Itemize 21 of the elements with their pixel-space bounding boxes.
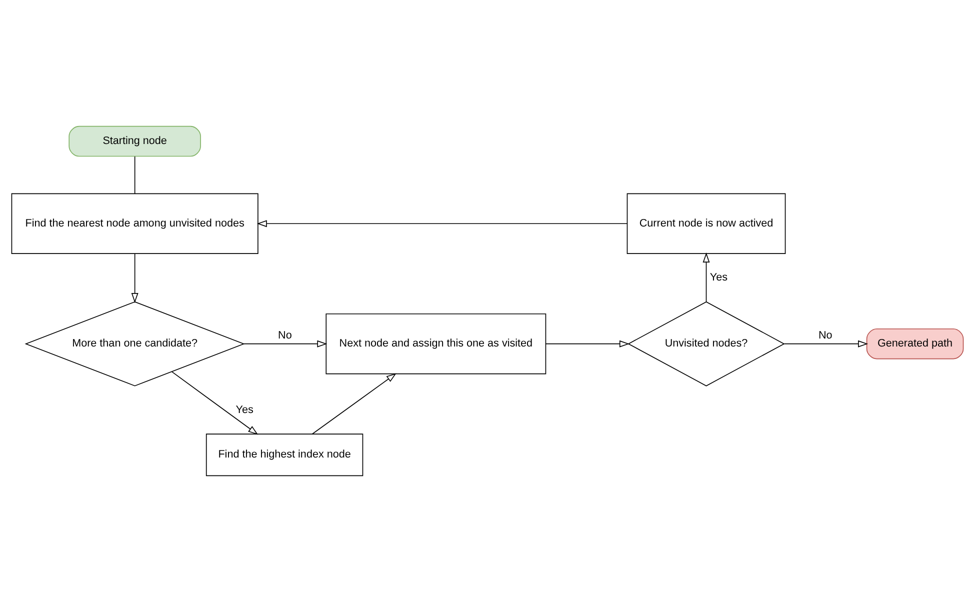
node-box: Starting node <box>68 125 201 156</box>
node-diamond: Unvisited nodes? <box>628 300 785 386</box>
node-box: Next node and assign this one as visited <box>326 312 546 374</box>
edge-label: No <box>818 328 832 341</box>
arrow <box>702 252 710 302</box>
arrow <box>545 340 630 347</box>
arrow <box>131 252 138 302</box>
edge-label: Yes <box>710 271 728 284</box>
node-diamond: More than one candidate? <box>24 300 245 386</box>
node-box: Generated path <box>866 328 964 359</box>
node-box: Find the highest index node <box>206 433 364 476</box>
edge-label: Yes <box>236 403 254 416</box>
arrow <box>244 340 328 347</box>
node-box: Current node is now actived <box>626 192 786 254</box>
arrow <box>171 370 258 434</box>
node-box: Find the nearest node among unvisited nodes <box>11 192 258 254</box>
edge-label: No <box>278 328 292 341</box>
arrow <box>256 220 628 227</box>
connector <box>134 156 136 194</box>
arrow <box>312 372 396 434</box>
arrow <box>784 340 868 347</box>
